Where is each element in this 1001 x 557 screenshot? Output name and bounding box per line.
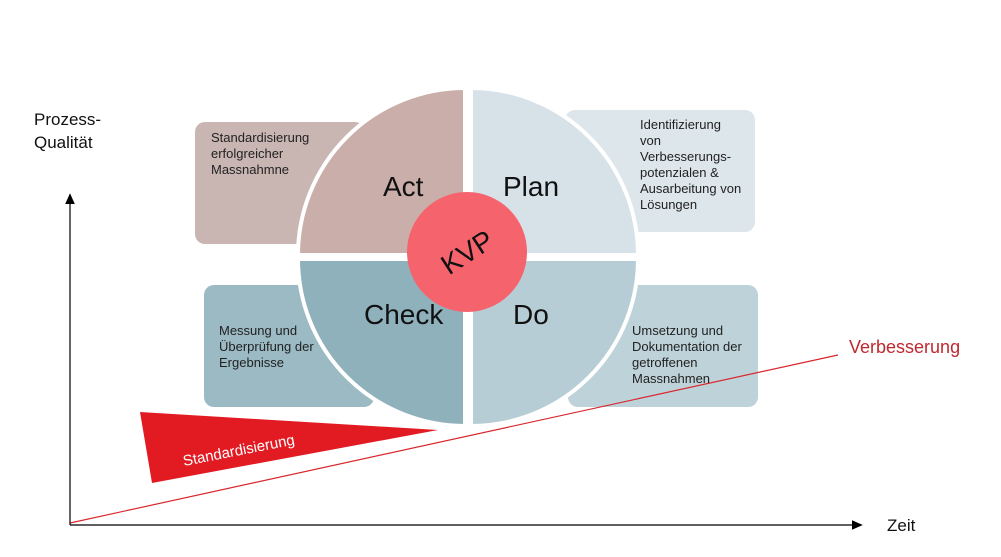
check-description: Messung und Überprüfung der Ergebnisse [219,323,314,371]
check-description-line: Ergebnisse [219,355,285,370]
do-description-line: getroffenen [632,355,698,370]
plan-description-line: Verbesserungs- [640,149,732,164]
do-description-line: Dokumentation der [632,339,742,354]
act-description-line: Standardisierung [211,130,310,145]
act-description-line: erfolgreicher [211,146,284,161]
act-description: Standardisierung erfolgreicher Massnahmn… [211,130,309,178]
act-label: Act [383,171,424,202]
act-description-line: Massnahmne [211,162,290,177]
plan-description-line: Ausarbeitung von [640,181,742,196]
do-label: Do [513,299,549,330]
verbesserung-label: Verbesserung [849,337,961,357]
check-description-line: Überprüfung der [219,339,314,354]
do-description: Umsetzung und Dokumentation der getroffe… [632,323,742,387]
check-description-line: Messung und [219,323,298,338]
plan-label: Plan [503,171,560,202]
plan-description-line: Lösungen [640,197,698,212]
plan-description-line: Identifizierung [640,117,721,132]
x-axis-label: Zeit [887,516,916,535]
kvp-center-circle [407,192,527,312]
plan-description-line: potenzialen & [640,165,719,180]
check-label: Check [364,299,444,330]
do-quadrant [469,257,641,429]
y-axis-label-line2: Qualität [34,133,93,152]
plan-description: Identifizierung von Verbesserungs- poten… [640,117,741,213]
do-description-line: Massnahmen [632,371,711,386]
y-axis-label-line1: Prozess- [34,110,102,129]
plan-description-line: von [640,133,661,148]
do-description-line: Umsetzung und [632,323,724,338]
standardisierung-wedge [140,412,438,483]
verbesserung-trend-line [69,354,839,524]
check-quadrant [295,257,467,429]
